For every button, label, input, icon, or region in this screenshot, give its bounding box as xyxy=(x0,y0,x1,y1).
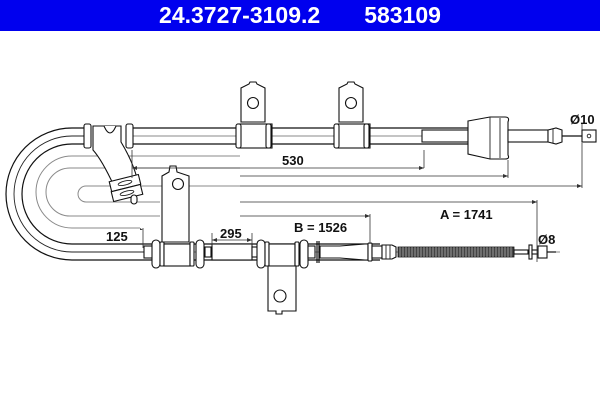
cable-loop xyxy=(5,127,240,261)
dimension-b-sheath-length: B = 1526 xyxy=(294,220,347,235)
upper-bracket-2 xyxy=(333,81,371,149)
dimension-530: 530 xyxy=(282,153,304,168)
title-bar: 24.3727-3109.2 583109 xyxy=(0,0,600,31)
cable-technical-drawing: 530 A = 1741 B = 1526 295 125 Ø10 Ø8 xyxy=(5,81,597,315)
part-number: 24.3727-3109.2 xyxy=(159,2,321,28)
upper-bracket-1 xyxy=(235,81,273,149)
dimension-a-total-length: A = 1741 xyxy=(440,207,493,222)
diameter-8-label: Ø8 xyxy=(538,232,555,247)
lower-cable-run xyxy=(143,165,560,315)
lower-bracket-1 xyxy=(151,165,205,269)
lower-bracket-2 xyxy=(256,239,309,315)
upper-cable-run xyxy=(83,81,597,205)
dimension-125: 125 xyxy=(106,229,128,244)
upper-cable-end xyxy=(421,116,597,160)
dimension-295: 295 xyxy=(220,226,242,241)
dimension-lines xyxy=(131,124,583,262)
abutment-clip xyxy=(108,173,144,205)
return-spring xyxy=(397,246,515,258)
diameter-10-label: Ø10 xyxy=(570,112,595,127)
reference-number: 583109 xyxy=(364,2,441,28)
